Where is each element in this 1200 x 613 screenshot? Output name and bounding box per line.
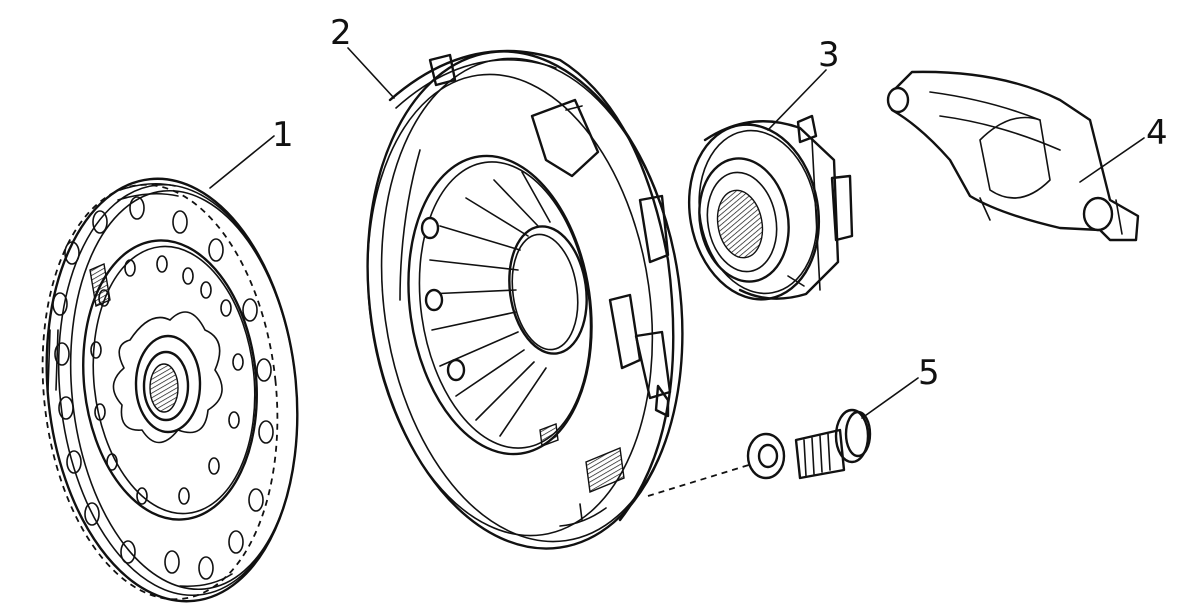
callout-label-2: 2 — [330, 13, 352, 53]
clutch-disc — [41, 177, 299, 603]
diaphragm-spring-fingers — [427, 171, 551, 437]
leader-lines — [209, 47, 1145, 419]
leader-line-1 — [209, 135, 275, 189]
callout-label-5: 5 — [918, 353, 940, 393]
disc-rivet-holes-inner — [90, 255, 244, 505]
release-fork — [886, 70, 1140, 242]
pressure-plate — [366, 49, 684, 550]
bolt-and-washer — [746, 408, 872, 480]
callout-label-4: 4 — [1146, 113, 1168, 153]
leader-line-2 — [347, 47, 395, 99]
leader-line-5 — [861, 377, 919, 419]
release-bearing — [687, 114, 854, 301]
leader-line-3 — [767, 69, 827, 131]
callout-label-3: 3 — [818, 35, 840, 75]
leader-line-4 — [1079, 137, 1145, 183]
disc-rivet-holes-outer — [52, 196, 274, 580]
callout-label-1: 1 — [272, 115, 294, 155]
bolt-alignment-line — [647, 463, 753, 497]
